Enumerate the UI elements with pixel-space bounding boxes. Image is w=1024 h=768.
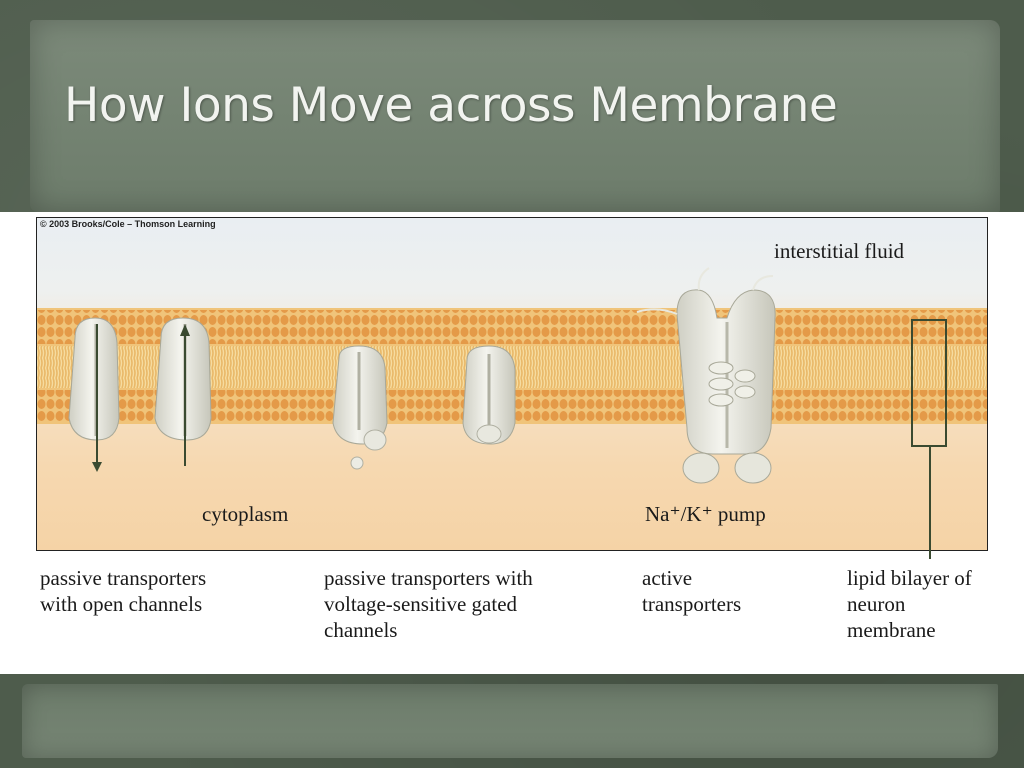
lipid-bilayer-callout-box: [911, 319, 947, 447]
open-channel-2: [154, 317, 212, 441]
inward-arrow: [92, 324, 102, 472]
membrane-figure: © 2003 Brooks/Cole – Thomson Learning: [36, 217, 988, 551]
caption-line: lipid bilayer of: [847, 566, 972, 590]
outward-arrow: [180, 324, 190, 466]
na-k-pump: [636, 267, 776, 484]
caption-line: active: [642, 566, 693, 590]
caption-line: with open channels: [40, 592, 203, 616]
open-channel-1: [68, 317, 120, 441]
caption-line: voltage-sensitive gated: [324, 592, 518, 616]
caption-open-channels: passive transporters with open channels: [40, 565, 206, 617]
caption-line: membrane: [847, 618, 936, 642]
membrane-illustration: [37, 267, 987, 484]
caption-line: passive transporters with: [324, 566, 533, 590]
copyright-credit: © 2003 Brooks/Cole – Thomson Learning: [40, 219, 216, 229]
caption-line: passive transporters: [40, 566, 207, 590]
bottom-panel: [22, 684, 998, 758]
gated-channel-2: [462, 345, 516, 445]
interstitial-fluid-label: interstitial fluid: [774, 239, 905, 263]
caption-line: neuron: [847, 592, 906, 616]
caption-active-transporters: active transporters: [642, 565, 741, 617]
na-k-pump-label: Na⁺/K⁺ pump: [645, 502, 766, 526]
caption-line: transporters: [642, 592, 742, 616]
title-panel: [30, 20, 1000, 212]
lipid-bilayer-callout-line: [929, 447, 931, 559]
cytoplasm-label: cytoplasm: [202, 502, 289, 526]
caption-line: channels: [324, 618, 398, 642]
slide-title: How Ions Move across Membrane: [64, 78, 838, 133]
gated-channel-1: [332, 345, 388, 470]
caption-gated-channels: passive transporters with voltage-sensit…: [324, 565, 533, 643]
caption-lipid-bilayer: lipid bilayer of neuron membrane: [847, 565, 972, 643]
